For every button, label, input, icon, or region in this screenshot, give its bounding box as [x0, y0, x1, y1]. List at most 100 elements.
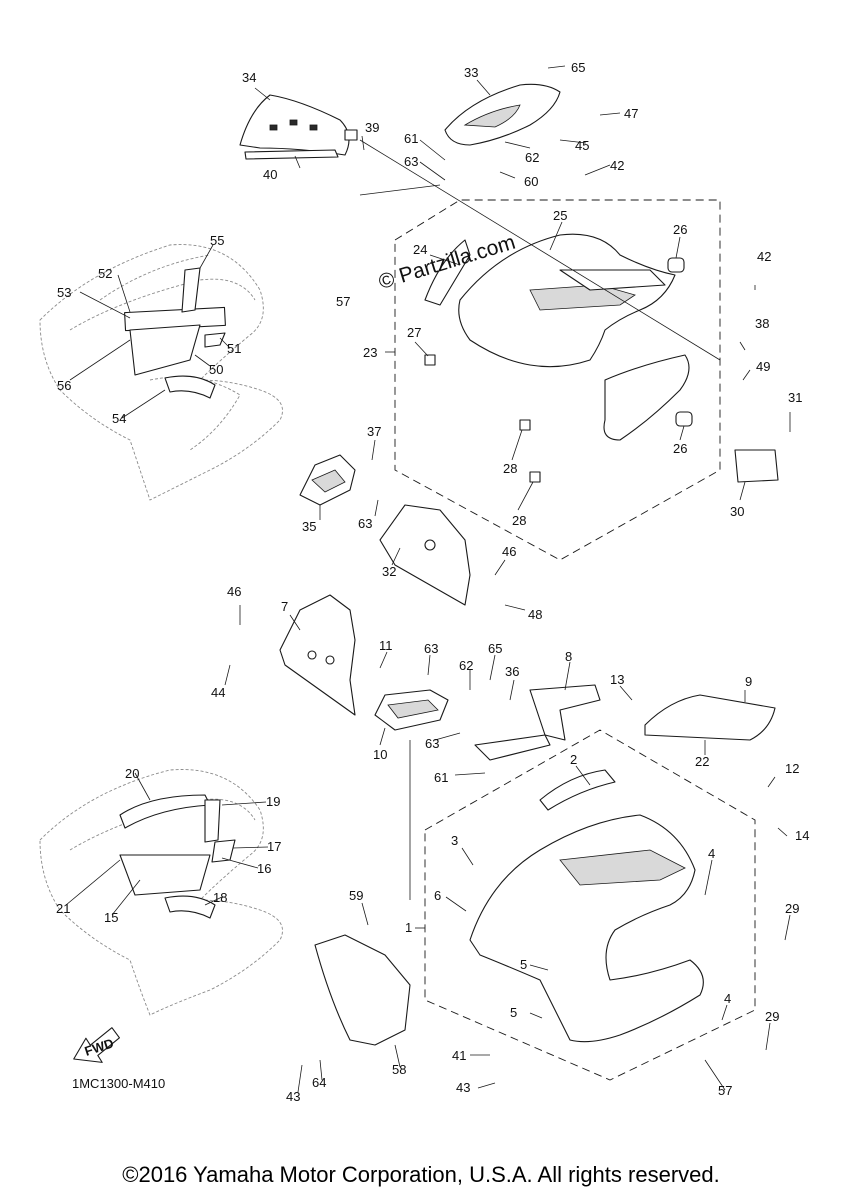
callout-45: 45 [575, 138, 589, 153]
callout-28b: 28 [512, 513, 526, 528]
part-35-bracket [299, 454, 356, 506]
callout-65b: 65 [488, 641, 502, 656]
callout-20: 20 [125, 766, 139, 781]
callout-63c: 63 [424, 641, 438, 656]
ghost-fairing-upper [39, 244, 283, 501]
callout-44: 44 [211, 685, 225, 700]
callout-57a: 57 [336, 294, 350, 309]
callout-25: 25 [553, 208, 567, 223]
callout-55: 55 [210, 233, 224, 248]
callout-43b: 43 [456, 1080, 470, 1095]
callout-47: 47 [624, 106, 638, 121]
fwd-arrow: FWD [73, 1027, 120, 1063]
callout-2: 2 [570, 752, 577, 767]
callout-3: 3 [451, 833, 458, 848]
callout-48: 48 [528, 607, 542, 622]
ghost-fairing-lower [39, 769, 283, 1016]
callout-4b: 4 [724, 991, 731, 1006]
callout-14: 14 [795, 828, 809, 843]
lower-fairing-assembly [424, 729, 756, 1081]
callout-11: 11 [379, 638, 393, 653]
callout-52: 52 [98, 266, 112, 281]
leader-lines [65, 65, 791, 1093]
callout-33: 33 [464, 65, 478, 80]
part-32-inner-panel [379, 504, 471, 606]
callout-29b: 29 [765, 1009, 779, 1024]
part-58-inner-panel [314, 934, 411, 1046]
callout-61b: 61 [434, 770, 448, 785]
callout-62b: 62 [459, 658, 473, 673]
callout-38: 38 [755, 316, 769, 331]
callout-42a: 42 [610, 158, 624, 173]
callout-27: 27 [407, 325, 421, 340]
callout-43a: 43 [286, 1089, 300, 1104]
callout-9: 9 [745, 674, 752, 689]
callout-17: 17 [267, 839, 281, 854]
callout-21: 21 [56, 901, 70, 916]
callout-50: 50 [209, 362, 223, 377]
callout-46a: 46 [502, 544, 516, 559]
callout-46b: 46 [227, 584, 241, 599]
callout-30: 30 [730, 504, 744, 519]
callout-63b: 63 [358, 516, 372, 531]
callout-5a: 5 [520, 957, 527, 972]
callout-10: 10 [373, 747, 387, 762]
callout-40: 40 [263, 167, 277, 182]
part-8-bracket [474, 684, 601, 761]
callout-4a: 4 [708, 846, 715, 861]
callout-64: 64 [312, 1075, 326, 1090]
callout-60: 60 [524, 174, 538, 189]
callout-13: 13 [610, 672, 624, 687]
diagram-code: 1MC1300-M410 [72, 1076, 166, 1091]
callout-22: 22 [695, 754, 709, 769]
callout-36: 36 [505, 664, 519, 679]
callout-labels: 1 2 3 4 4 5 5 6 7 8 9 10 11 12 13 14 15 … [56, 60, 809, 1104]
callout-57b: 57 [718, 1083, 732, 1098]
callout-54: 54 [112, 411, 126, 426]
callout-5b: 5 [510, 1005, 517, 1020]
callout-7: 7 [281, 599, 288, 614]
callout-59: 59 [349, 888, 363, 903]
part-10-bracket [374, 689, 449, 731]
callout-32: 32 [382, 564, 396, 579]
callout-16: 16 [257, 861, 271, 876]
callout-51: 51 [227, 341, 241, 356]
callout-39: 39 [365, 120, 379, 135]
callout-35: 35 [302, 519, 316, 534]
callout-63a: 63 [404, 154, 418, 169]
callout-15: 15 [104, 910, 118, 925]
copyright-notice: ©2016 Yamaha Motor Corporation, U.S.A. A… [122, 1162, 720, 1187]
callout-26a: 26 [673, 222, 687, 237]
upper-fairing-assembly [394, 199, 779, 561]
callout-34: 34 [242, 70, 256, 85]
callout-41: 41 [452, 1048, 466, 1063]
part-33-panel [444, 83, 561, 146]
callout-65a: 65 [571, 60, 585, 75]
part-9-panel [644, 694, 776, 741]
fwd-label: FWD [83, 1035, 116, 1058]
callout-19: 19 [266, 794, 280, 809]
callout-31: 31 [788, 390, 802, 405]
callout-62a: 62 [525, 150, 539, 165]
callout-23: 23 [363, 345, 377, 360]
callout-26b: 26 [673, 441, 687, 456]
callout-61a: 61 [404, 131, 418, 146]
callout-49: 49 [756, 359, 770, 374]
callout-37: 37 [367, 424, 381, 439]
callout-12: 12 [785, 761, 799, 776]
callout-18: 18 [213, 890, 227, 905]
callout-63d: 63 [425, 736, 439, 751]
part-34-panel [239, 94, 358, 160]
callout-28a: 28 [503, 461, 517, 476]
callout-58: 58 [392, 1062, 406, 1077]
callout-29a: 29 [785, 901, 799, 916]
callout-56: 56 [57, 378, 71, 393]
callout-24: 24 [413, 242, 427, 257]
callout-42b: 42 [757, 249, 771, 264]
callout-53: 53 [57, 285, 71, 300]
callout-6: 6 [434, 888, 441, 903]
callout-1: 1 [405, 920, 412, 935]
part-7-inner-panel [279, 594, 356, 716]
callout-8: 8 [565, 649, 572, 664]
